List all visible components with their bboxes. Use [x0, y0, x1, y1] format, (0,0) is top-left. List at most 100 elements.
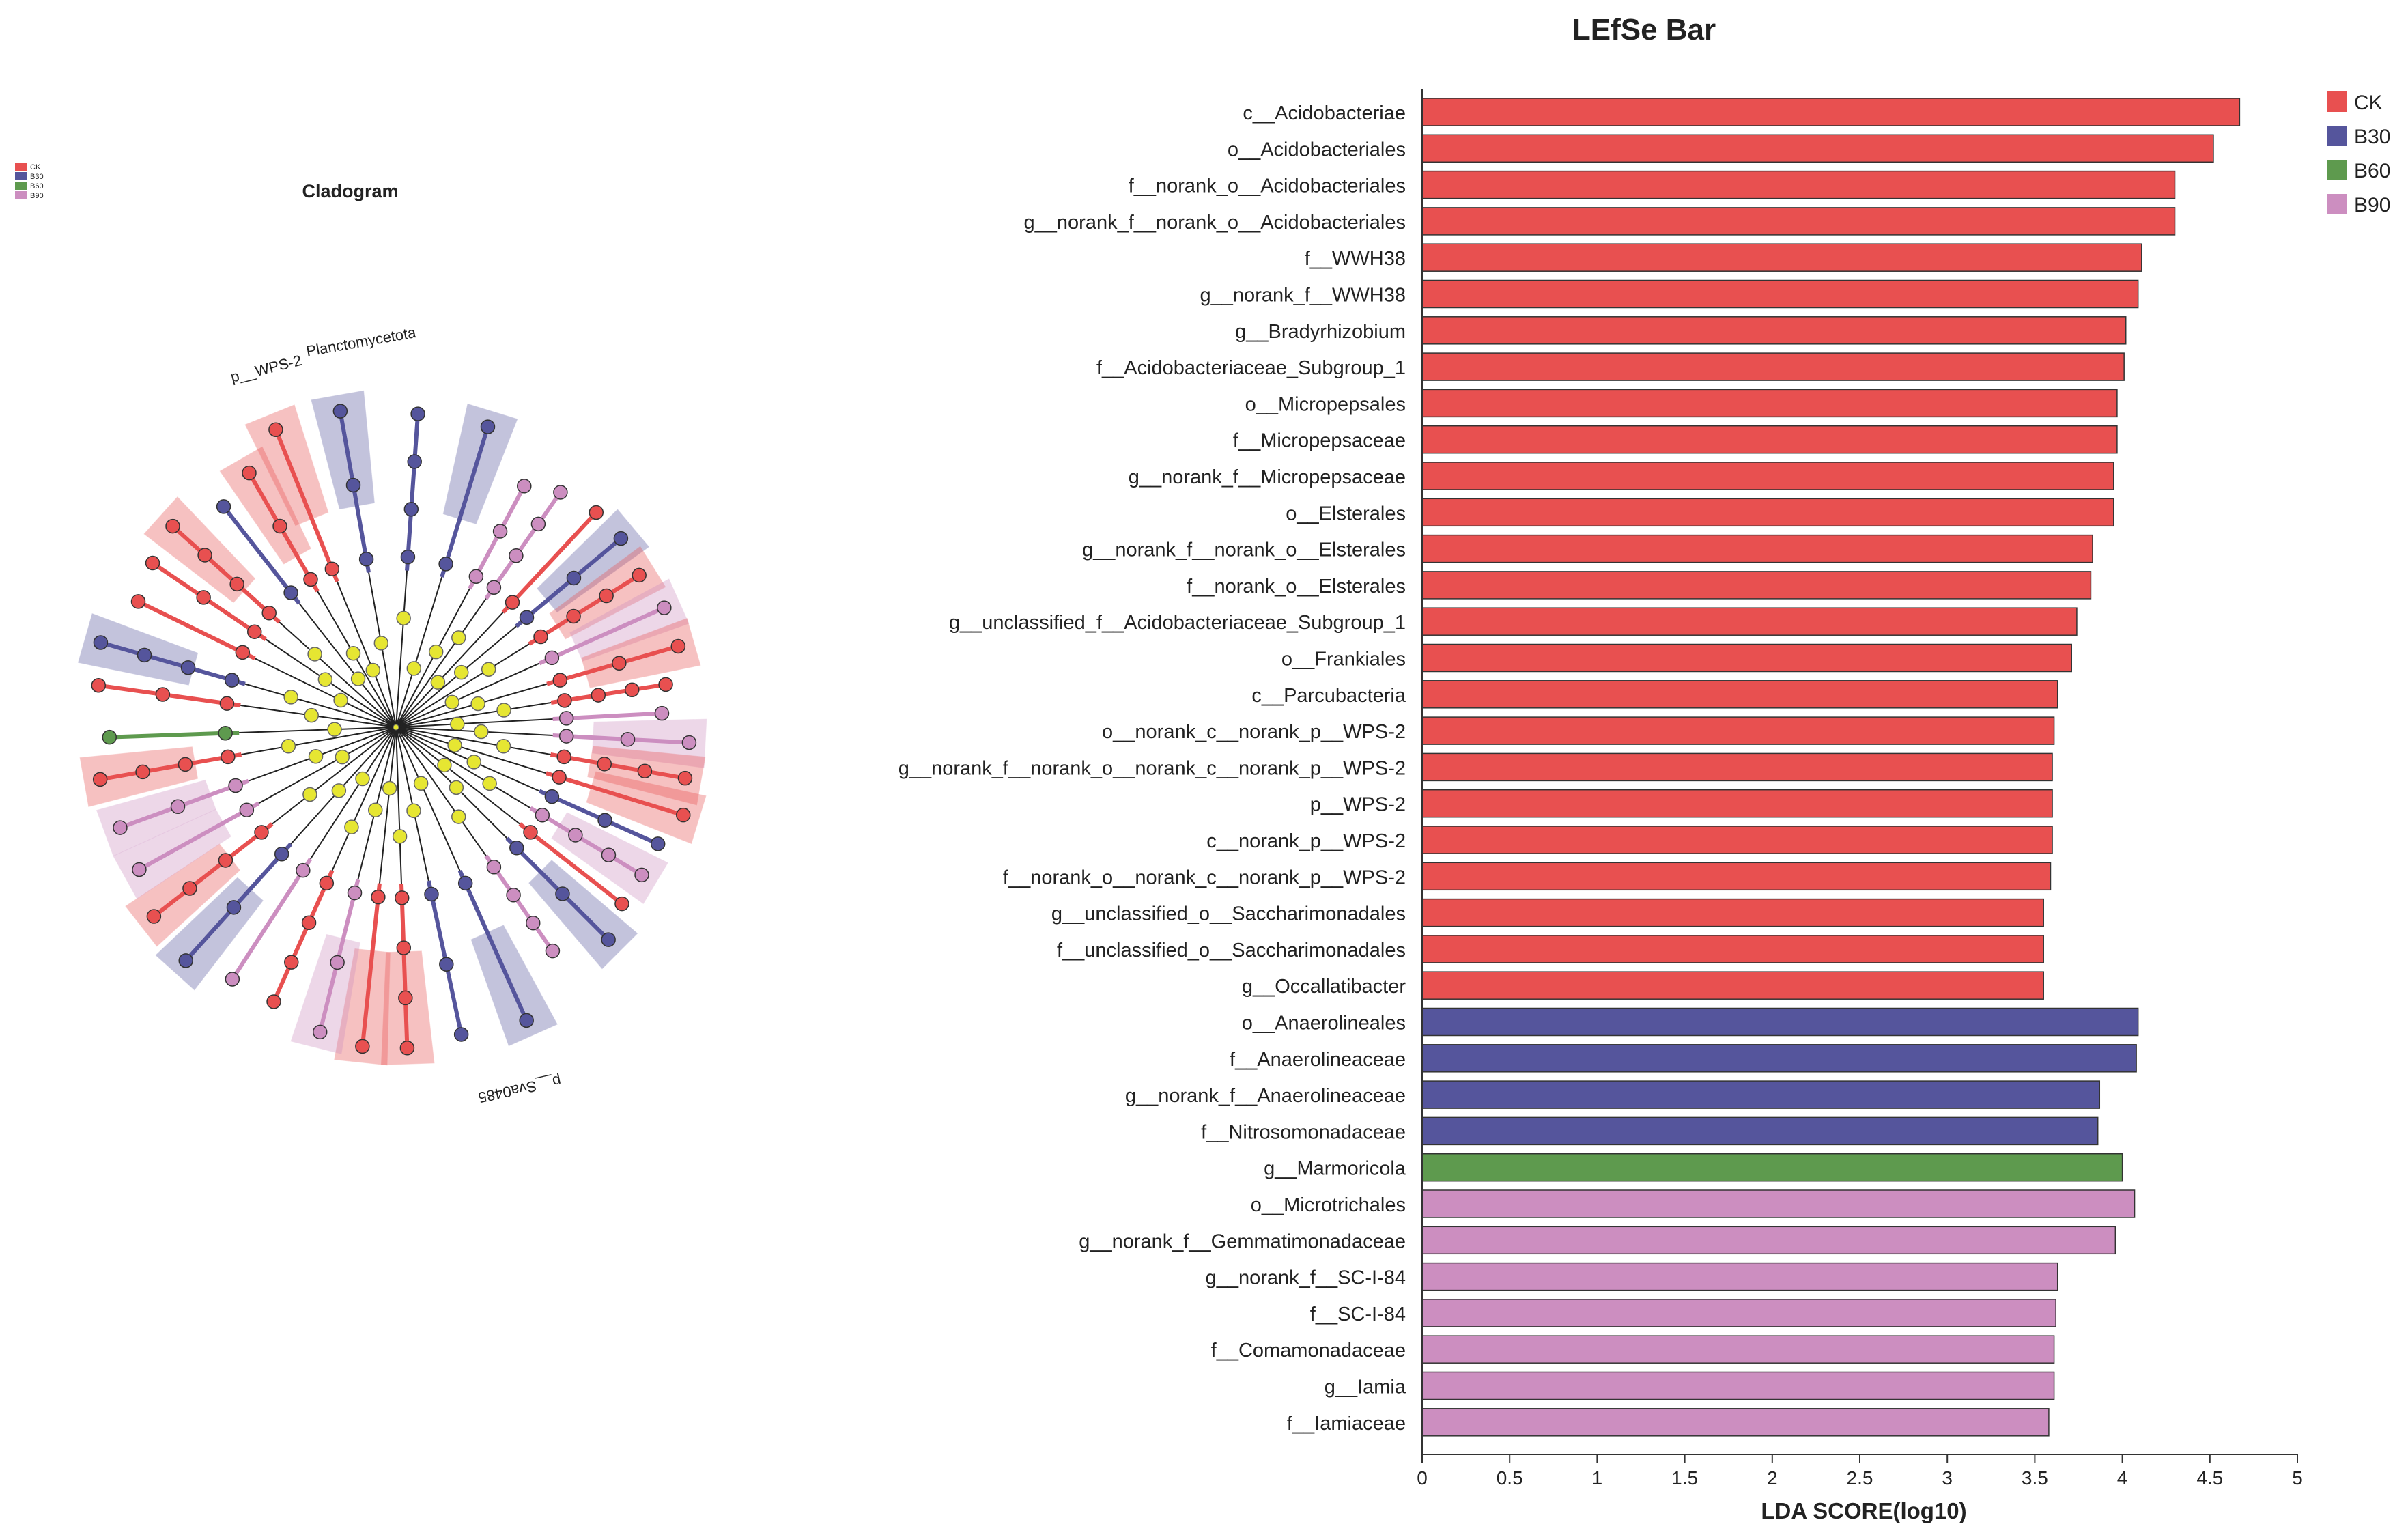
- clade-highlight: [96, 779, 216, 857]
- bar: [1421, 389, 2118, 418]
- clade-node: [437, 757, 452, 773]
- clade-node: [509, 841, 524, 856]
- clade-branch: [137, 600, 256, 660]
- clade-node: [599, 588, 614, 604]
- clade-node: [272, 518, 287, 534]
- clade-branch: [550, 752, 685, 780]
- clade-node: [535, 808, 550, 823]
- bar: [1421, 98, 2241, 126]
- clade-branch: [546, 771, 684, 817]
- clade-node: [317, 672, 333, 687]
- clade-node: [597, 757, 612, 772]
- cladogram-legend-label: CK: [30, 163, 41, 171]
- bar: [1421, 716, 2055, 745]
- bar: [1421, 1408, 2050, 1437]
- clade-node: [444, 694, 459, 710]
- clade-edge: [395, 668, 490, 728]
- clade-node: [566, 608, 581, 624]
- clade-node: [113, 820, 128, 835]
- bar: [1421, 170, 2176, 199]
- category-label: g__norank_f__Gemmatimonadaceae: [1079, 1230, 1406, 1252]
- chart-title: LEfSe Bar: [1572, 13, 1716, 46]
- clade-node: [146, 909, 162, 924]
- clade-node: [327, 722, 342, 737]
- category-label: f__Micropepsaceae: [1233, 430, 1406, 452]
- cladogram-label-wps2: p__WPS-2: [229, 352, 303, 386]
- clade-root: [393, 724, 399, 731]
- clade-edge: [314, 653, 397, 728]
- clade-node: [400, 549, 416, 565]
- clade-edge: [444, 764, 520, 825]
- category-labels: c__Acidobacteriaeo__Acidobacterialesf__n…: [898, 102, 1406, 1435]
- bar: [1421, 134, 2214, 163]
- clade-edge: [477, 683, 548, 705]
- clade-edge: [455, 787, 508, 839]
- category-label: o__Elsterales: [1286, 503, 1406, 524]
- clade-node: [284, 955, 299, 970]
- clade-node: [612, 656, 627, 671]
- cladogram-legend-label: B60: [30, 182, 44, 191]
- clade-node: [332, 404, 348, 419]
- clade-node: [301, 915, 317, 930]
- clade-node: [137, 647, 152, 663]
- category-label: g__unclassified_f__Acidobacteriaceae_Sub…: [949, 612, 1406, 634]
- clade-node: [486, 580, 502, 595]
- clade-edge: [395, 723, 457, 728]
- clade-branch: [399, 884, 410, 1048]
- clade-node: [365, 662, 381, 678]
- clade-node: [135, 764, 150, 780]
- clade-node: [496, 739, 511, 754]
- bar: [1421, 752, 2053, 782]
- clade-edge: [403, 570, 408, 619]
- clade-highlight: [244, 404, 329, 526]
- clade-branch: [457, 869, 528, 1022]
- clade-node: [178, 757, 193, 772]
- category-label: g__norank_f__norank_o__Elsterales: [1082, 539, 1406, 561]
- clade-node: [145, 555, 160, 571]
- x-tick-label: 4.5: [2196, 1467, 2223, 1489]
- clade-node: [428, 644, 444, 660]
- clade-edge: [279, 621, 315, 655]
- cladogram-label-planctomycetota: Planctomycetota: [305, 324, 418, 360]
- category-label: o__Micropepsales: [1245, 393, 1406, 415]
- clade-node: [519, 610, 535, 625]
- clade-node: [347, 885, 363, 901]
- bar: [1421, 826, 2053, 854]
- clade-node: [330, 955, 345, 970]
- clade-highlight: [442, 403, 518, 524]
- clade-branch: [360, 883, 382, 1047]
- x-tick-label: 3: [1942, 1467, 1953, 1489]
- category-label: g__norank_f__norank_o__norank_c__norank_…: [898, 757, 1406, 779]
- clade-node: [235, 645, 251, 660]
- clade-node: [558, 729, 574, 744]
- clade-highlight: [569, 578, 690, 662]
- clade-node: [544, 650, 560, 666]
- clade-node: [170, 799, 186, 815]
- clade-edge: [357, 678, 397, 728]
- clade-node: [392, 829, 408, 844]
- clade-edge: [341, 727, 397, 758]
- clade-node: [373, 636, 389, 651]
- clade-edge: [395, 668, 415, 728]
- clade-node: [221, 749, 236, 765]
- clade-node: [296, 862, 311, 878]
- clade-node: [450, 716, 465, 732]
- clade-node: [496, 703, 511, 718]
- clade-node: [102, 729, 117, 745]
- clade-edge: [413, 576, 443, 669]
- clade-node: [468, 569, 484, 585]
- cladogram-legend-swatch: [15, 172, 27, 180]
- clade-node: [91, 678, 107, 693]
- clade-node: [197, 548, 212, 563]
- legend-label: B90: [2354, 194, 2390, 216]
- clade-edge: [437, 612, 504, 683]
- clade-node: [589, 505, 604, 520]
- clade-node: [424, 886, 439, 902]
- clade-edge: [258, 756, 343, 804]
- clade-edge: [481, 731, 553, 737]
- clade-node: [266, 994, 281, 1009]
- clade-ring: [222, 627, 454, 859]
- clade-node: [350, 671, 366, 686]
- clade-node: [470, 696, 485, 712]
- clade-node: [545, 943, 561, 959]
